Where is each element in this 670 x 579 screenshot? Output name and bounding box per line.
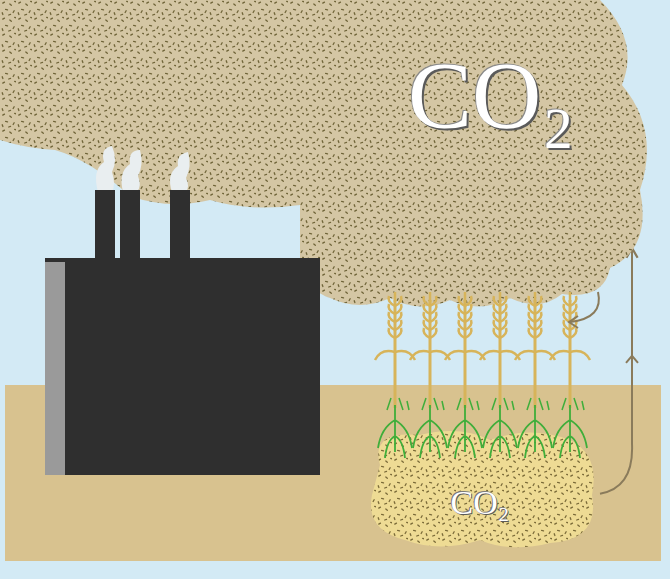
co2-cloud: CO₂ xyxy=(0,0,650,310)
absorb-arrow xyxy=(569,292,599,328)
factory xyxy=(45,190,320,475)
wheat-plants xyxy=(375,292,590,458)
soil-co2: CO₂ xyxy=(360,425,600,550)
node-label: CO₂ xyxy=(408,48,575,144)
shape-outline xyxy=(0,0,650,310)
mid-arrowhead xyxy=(626,356,638,363)
ground xyxy=(5,385,661,561)
node-label: CO₂ xyxy=(450,486,509,520)
flow-arrow xyxy=(600,248,632,494)
smoke xyxy=(96,146,190,192)
